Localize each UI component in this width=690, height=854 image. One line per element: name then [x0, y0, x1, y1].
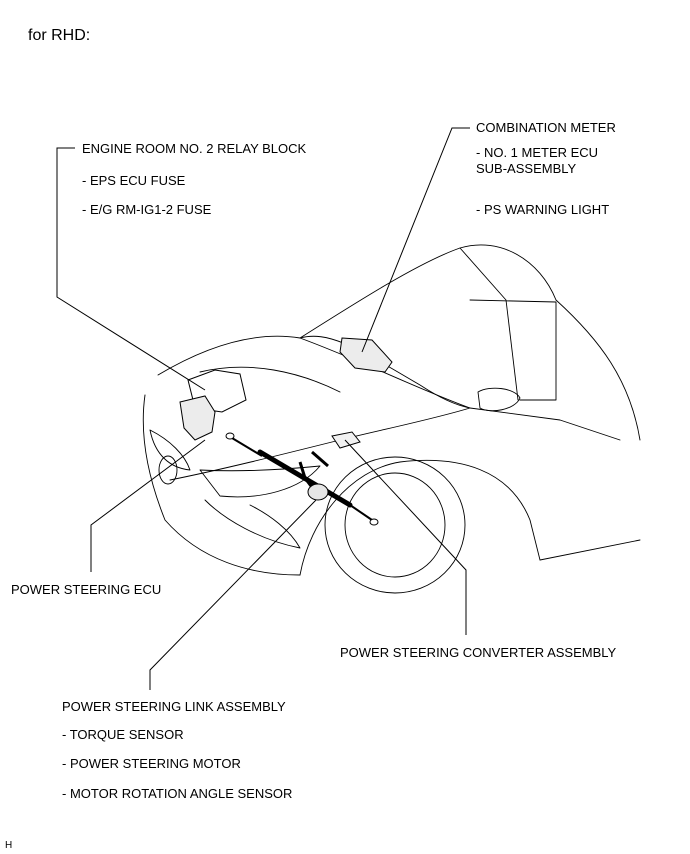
- rack-right-end: [349, 504, 373, 521]
- rocker: [539, 539, 641, 561]
- grille: [204, 499, 301, 549]
- rack-left-end: [231, 437, 263, 457]
- mirror: [477, 387, 521, 412]
- side-window: [469, 299, 557, 401]
- ps-ecu-label: POWER STEERING ECU: [11, 582, 162, 597]
- fog-lamp: [158, 455, 178, 485]
- leader-ps-ecu: [90, 439, 206, 572]
- leader-ps-converter: [344, 439, 467, 635]
- relay-block-item: - EPS ECU FUSE: [82, 173, 186, 188]
- ps-motor-shape: [307, 483, 329, 501]
- combination-meter-item: SUB-ASSEMBLY: [476, 161, 577, 176]
- combination-meter-item: - NO. 1 METER ECU: [476, 145, 599, 160]
- front-fender: [299, 459, 541, 576]
- car-roof-line: [299, 244, 557, 339]
- leader-combination-meter: [361, 127, 470, 353]
- door-line: [469, 407, 621, 441]
- ps-link-item: - TORQUE SENSOR: [62, 727, 184, 742]
- ps-ecu-shape: [179, 395, 216, 441]
- ps-link-item: - MOTOR ROTATION ANGLE SENSOR: [62, 786, 293, 801]
- relay-block-label: ENGINE ROOM NO. 2 RELAY BLOCK: [82, 141, 307, 156]
- combination-meter-item: - PS WARNING LIGHT: [476, 202, 610, 217]
- relay-block-item: - E/G RM-IG1-2 FUSE: [82, 202, 212, 217]
- a-pillar: [459, 247, 519, 401]
- leader-ps-link: [149, 499, 317, 690]
- hood-crease: [199, 366, 341, 393]
- figure-code: H: [5, 840, 13, 851]
- variant-label: for RHD:: [28, 27, 91, 44]
- converter-shape: [331, 431, 361, 449]
- ps-link-label: POWER STEERING LINK ASSEMBLY: [62, 699, 286, 714]
- column-upper: [311, 450, 329, 468]
- front-fascia: [142, 394, 301, 576]
- rear-edge: [555, 299, 641, 441]
- headlight-left: [149, 429, 191, 471]
- combination-meter-label: COMBINATION METER: [476, 120, 616, 135]
- leader-relay-block: [56, 147, 206, 391]
- front-wheel: [324, 456, 466, 594]
- windshield: [299, 335, 471, 409]
- combination-meter-shape: [339, 337, 393, 373]
- ps-converter-label: POWER STEERING CONVERTER ASSEMBLY: [340, 645, 617, 660]
- front-wheel-inner: [344, 472, 446, 578]
- headlight-right: [199, 465, 321, 498]
- ps-link-item: - POWER STEERING MOTOR: [62, 756, 241, 771]
